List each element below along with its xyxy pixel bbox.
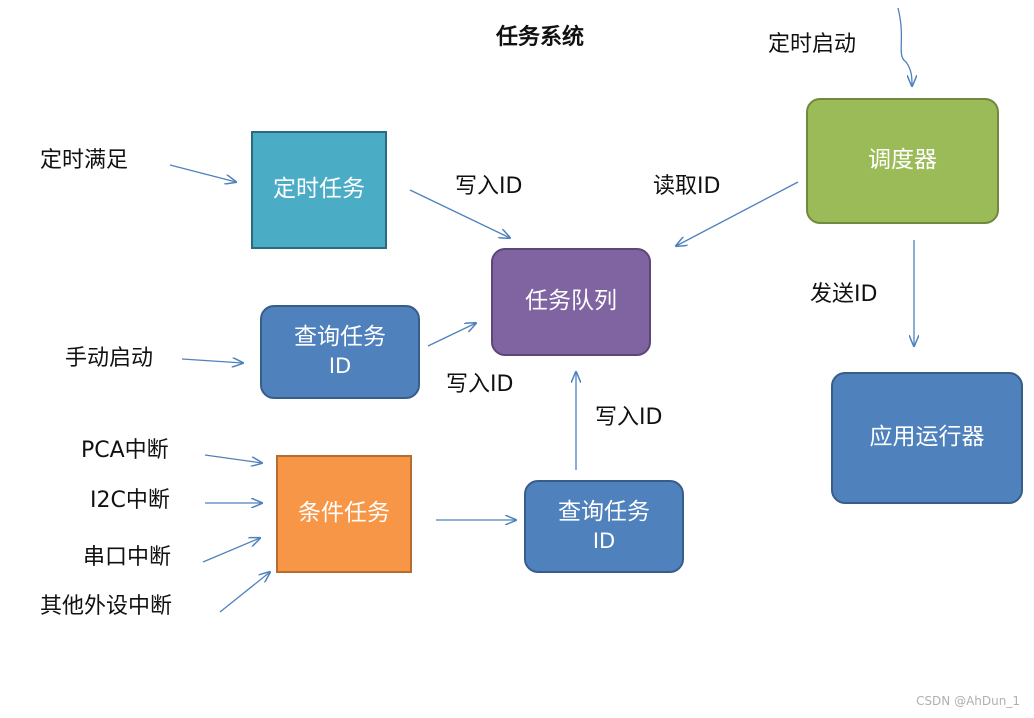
- arrow-query-task-1-to-queue: [427, 323, 476, 347]
- task-queue-box: 任务队列: [491, 248, 651, 356]
- arrow-timer-start-to-scheduler: [897, 7, 912, 86]
- timed-task-box: 定时任务: [251, 131, 387, 249]
- scheduler-box: 调度器: [806, 98, 999, 224]
- timer-start-label: 定时启动: [768, 32, 857, 57]
- timer-satisfied-label: 定时满足: [40, 148, 129, 173]
- app-runner-box: 应用运行器: [831, 372, 1023, 504]
- arrow-timed-task-to-queue: [409, 189, 510, 238]
- query-task-2-line2: ID: [592, 528, 616, 553]
- arrow-other-to-condition-task: [219, 572, 270, 613]
- pca-interrupt-label: PCA中断: [81, 438, 169, 463]
- query-task-box-2: 查询任务 ID: [524, 480, 684, 573]
- timed-task-label: 定时任务: [273, 176, 365, 203]
- diagram-title: 任务系统: [496, 25, 585, 50]
- write-id-label-1: 写入ID: [455, 174, 523, 199]
- uart-interrupt-label: 串口中断: [83, 545, 172, 570]
- send-id-label: 发送ID: [810, 282, 878, 307]
- query-task-2-line1: 查询任务: [558, 498, 650, 525]
- arrow-timer-satisfied-to-timed-task: [169, 164, 236, 182]
- query-task-box-1: 查询任务 ID: [260, 305, 420, 399]
- watermark: CSDN @AhDun_1: [916, 694, 1020, 708]
- query-task-1-line2: ID: [328, 354, 352, 379]
- read-id-label: 读取ID: [653, 174, 721, 199]
- write-id-label-3: 写入ID: [595, 405, 663, 430]
- scheduler-label: 调度器: [868, 147, 937, 174]
- i2c-interrupt-label: I2C中断: [90, 488, 170, 513]
- write-id-label-2: 写入ID: [446, 372, 514, 397]
- arrow-pca-to-condition-task: [204, 454, 262, 463]
- task-queue-label: 任务队列: [525, 288, 617, 315]
- app-runner-label: 应用运行器: [869, 424, 985, 451]
- query-task-1-line1: 查询任务: [294, 324, 386, 351]
- condition-task-label: 条件任务: [298, 500, 390, 527]
- condition-task-box: 条件任务: [276, 455, 412, 573]
- arrow-manual-start-to-query-task-1: [181, 359, 243, 363]
- other-interrupt-label: 其他外设中断: [40, 594, 173, 619]
- arrow-uart-to-condition-task: [202, 538, 260, 563]
- arrow-scheduler-to-queue: [676, 181, 799, 246]
- manual-start-label: 手动启动: [65, 346, 154, 371]
